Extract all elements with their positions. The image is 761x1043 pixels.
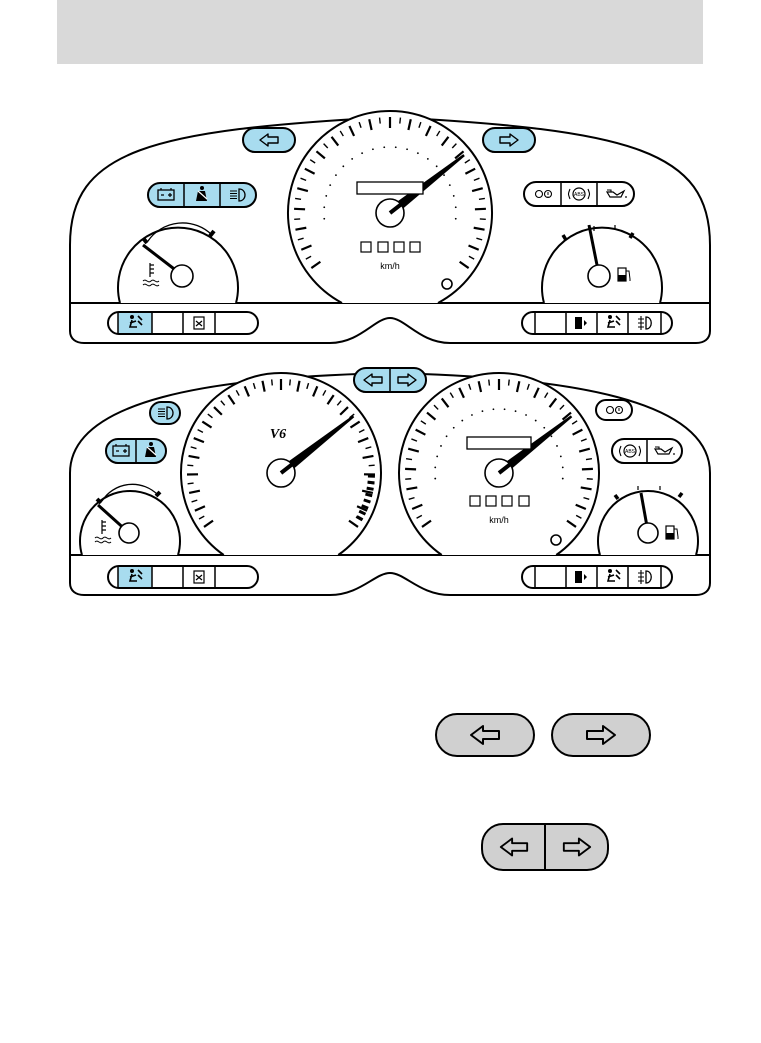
gauge-scale-dot: [325, 195, 327, 197]
gauge-scale-dot: [453, 427, 455, 429]
gauge-scale-dot: [406, 148, 408, 150]
gauge-scale-dot: [323, 206, 325, 208]
battery-seatbelt-strip: [106, 439, 166, 463]
gauge-scale-dot: [525, 414, 527, 416]
gauge-scale-dot: [449, 184, 451, 186]
gauge-scale-dot: [361, 152, 363, 154]
gauge-minor-tick: [489, 380, 490, 386]
engine-badge: V6: [270, 427, 286, 442]
speedometer-gauge: [399, 373, 599, 555]
gauge-scale-dot: [562, 467, 564, 469]
left-turn-signal-legend: [435, 713, 535, 757]
combined-left-half: [483, 825, 544, 869]
gauge-scale-dot: [504, 408, 506, 410]
gauge-scale-dot: [443, 174, 445, 176]
gauge-scale-dot: [562, 478, 564, 480]
gauge-scale-dot: [427, 158, 429, 160]
trip-reset-button[interactable]: [442, 279, 452, 289]
gauge-scale-dot: [335, 174, 337, 176]
left-warning-strip: [148, 183, 256, 207]
bottom-right-indicator-strip: [522, 566, 672, 588]
gauge-scale-dot: [461, 420, 463, 422]
gauge-redline-mark: [364, 500, 371, 502]
right-warning-strip: ABS: [524, 182, 634, 206]
gauge-minor-tick: [586, 459, 592, 460]
right-turn-signal-legend: [551, 713, 651, 757]
brake-warning-indicator: [596, 400, 632, 420]
gauge-minor-tick: [509, 380, 510, 386]
bottom-left-indicator-strip: [108, 566, 258, 588]
high-beam-indicator: [150, 402, 180, 424]
bottom-right-indicator-strip: [522, 312, 672, 334]
gauge-minor-tick: [188, 483, 194, 484]
instrument-cluster-v6: ABS: [60, 355, 720, 605]
tachometer: V6: [181, 373, 381, 555]
left-turn-indicator: [243, 128, 295, 152]
svg-text:ABS: ABS: [574, 192, 585, 198]
gauge-minor-tick: [406, 459, 412, 460]
gauge-minor-tick: [479, 198, 485, 199]
svg-text:ABS: ABS: [625, 449, 636, 455]
right-turn-indicator: [483, 128, 535, 152]
gauge-scale-dot: [482, 410, 484, 412]
turn-signal-indicators: [354, 368, 426, 392]
gauge-scale-dot: [471, 414, 473, 416]
gauge-scale-dot: [436, 165, 438, 167]
gauge-scale-dot: [372, 148, 374, 150]
gauge-scale-dot: [434, 478, 436, 480]
gauge-redline-mark: [367, 488, 374, 489]
gauge-scale-dot: [455, 206, 457, 208]
trip-reset-button[interactable]: [551, 535, 561, 545]
gauge-scale-dot: [434, 467, 436, 469]
gauge-scale-dot: [453, 195, 455, 197]
gauge-scale-dot: [556, 445, 558, 447]
combined-turn-signal-legend: [481, 823, 609, 871]
gauge-minor-tick: [295, 198, 301, 199]
gauge-scale-dot: [417, 152, 419, 154]
gauge-scale-dot: [383, 146, 385, 148]
gauge-minor-tick: [400, 118, 401, 124]
gauge-scale-dot: [493, 408, 495, 410]
gauge-scale-dot: [551, 435, 553, 437]
speedometer: km/h: [399, 373, 599, 555]
gauge-scale-dot: [535, 420, 537, 422]
speed-unit-label: km/h: [489, 515, 509, 525]
gauge-scale-dot: [515, 410, 517, 412]
odometer-display: [357, 182, 423, 194]
bottom-left-indicator-strip: [108, 312, 258, 334]
gauge-scale-dot: [436, 456, 438, 458]
speedometer: km/h: [288, 111, 492, 303]
left-arrow-icon: [498, 836, 530, 858]
combined-right-half: [546, 825, 607, 869]
gauge-minor-tick: [290, 379, 291, 385]
instrument-cluster-4cyl: ABS: [60, 95, 720, 347]
gauge-minor-tick: [272, 379, 273, 385]
gauge-scale-dot: [560, 456, 562, 458]
odometer-display: [467, 437, 531, 449]
gauge-scale-dot: [543, 427, 545, 429]
gauge-redline-mark: [365, 494, 372, 496]
speed-unit-label: km/h: [380, 261, 400, 271]
gauge-scale-dot: [323, 218, 325, 220]
gauge-scale-dot: [351, 158, 353, 160]
gauge-redline-mark: [368, 482, 375, 483]
right-arrow-icon: [561, 836, 593, 858]
speedometer-gauge: [288, 111, 492, 303]
right-arrow-icon: [584, 724, 618, 746]
gauge-scale-dot: [342, 165, 344, 167]
gauge-scale-dot: [440, 445, 442, 447]
gauge-scale-dot: [329, 184, 331, 186]
tachometer-gauge: [181, 373, 381, 555]
gauge-scale-dot: [455, 218, 457, 220]
page-header-bar: [57, 0, 703, 64]
abs-oil-strip: ABS: [612, 439, 682, 463]
left-arrow-icon: [468, 724, 502, 746]
gauge-scale-dot: [395, 146, 397, 148]
gauge-scale-dot: [446, 435, 448, 437]
gauge-minor-tick: [380, 118, 381, 124]
